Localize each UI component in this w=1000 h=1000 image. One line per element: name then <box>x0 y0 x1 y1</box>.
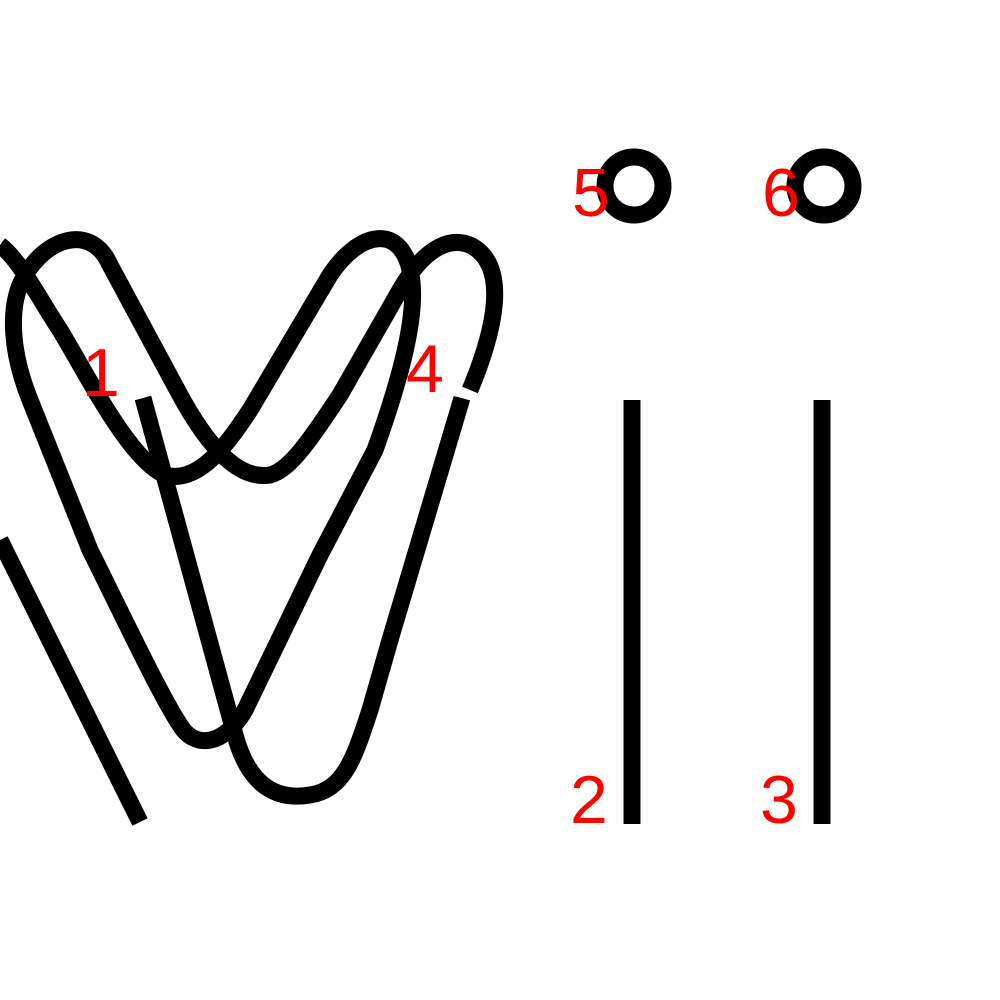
strand-end-1-to-4 <box>134 395 471 805</box>
label-2: 2 <box>570 762 608 838</box>
label-6: 6 <box>762 155 800 231</box>
strand-gap <box>453 392 479 402</box>
ring-5 <box>596 148 672 224</box>
strand-tail <box>0 536 148 826</box>
ring-6 <box>786 148 862 224</box>
label-5: 5 <box>572 155 610 231</box>
label-3: 3 <box>760 762 798 838</box>
tangled-strand <box>0 230 504 750</box>
label-1: 1 <box>82 335 120 411</box>
label-4: 4 <box>406 331 444 407</box>
